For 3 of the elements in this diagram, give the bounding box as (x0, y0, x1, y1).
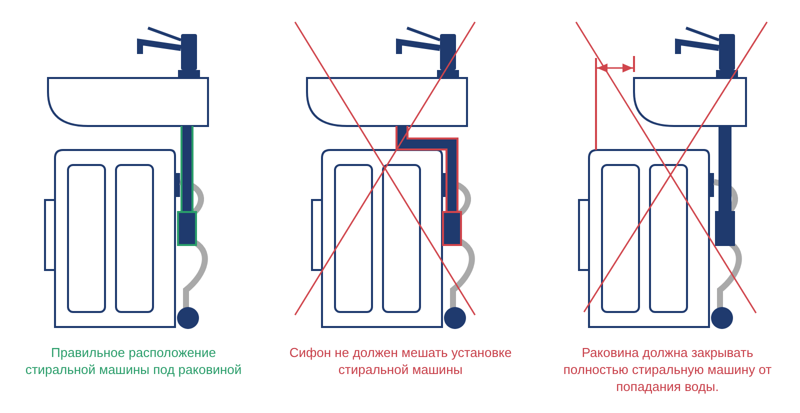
caption: Правильное расположение стиральной машины под раковиной (24, 344, 243, 378)
caption: Раковина должна закрывать полностью стиральную машину от попадания воды. (562, 344, 773, 395)
caption: Сифон не должен мешать установке стиральной машины (288, 344, 513, 378)
